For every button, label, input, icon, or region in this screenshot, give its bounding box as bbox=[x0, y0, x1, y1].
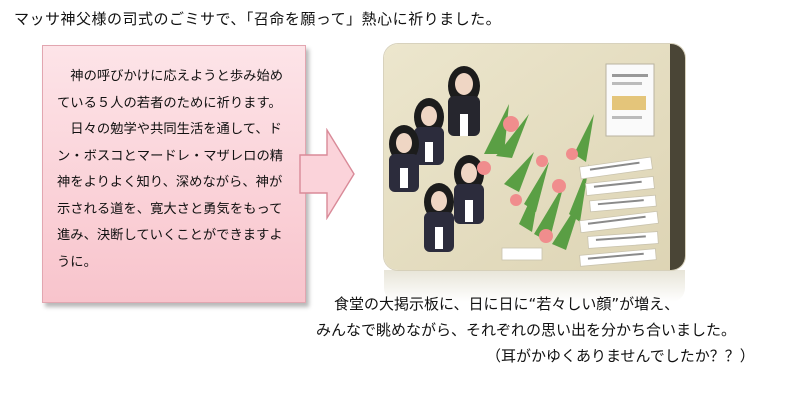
prayer-paragraph-2: 日々の勉学や共同生活を通して、ドン・ボスコとマードレ・マザレロの精神をよりよく知… bbox=[57, 122, 284, 270]
arrow-right-icon bbox=[299, 128, 355, 220]
photo-reflection bbox=[384, 270, 685, 302]
caption-line-1: 食堂の大掲示板に、日に日に“若々しい顔”が増え、 bbox=[334, 295, 680, 313]
student-photo-4 bbox=[454, 155, 484, 224]
caption-line-3: （耳がかゆくありませんでしたか？？） bbox=[486, 347, 755, 365]
bulletin-board-image bbox=[384, 44, 685, 270]
caption-line-2: みんなで眺めながら、それぞれの思い出を分かち合いました。 bbox=[316, 321, 737, 339]
prayer-paragraph-1: 神の呼びかけに応えようと歩み始めている５人の若者のために祈ります。 bbox=[57, 69, 284, 111]
student-photo-5 bbox=[424, 183, 454, 252]
headline: マッサ神父様の司式のごミサで、「召命を願って」熱心に祈りました。 bbox=[14, 10, 502, 28]
student-photo-3 bbox=[389, 125, 419, 192]
student-photo-1 bbox=[448, 66, 480, 136]
bulletin-board-photo bbox=[384, 44, 685, 270]
student-photo-2 bbox=[414, 98, 444, 165]
prayer-box: 神の呼びかけに応えようと歩み始めている５人の若者のために祈ります。 日々の勉学や… bbox=[42, 45, 306, 303]
